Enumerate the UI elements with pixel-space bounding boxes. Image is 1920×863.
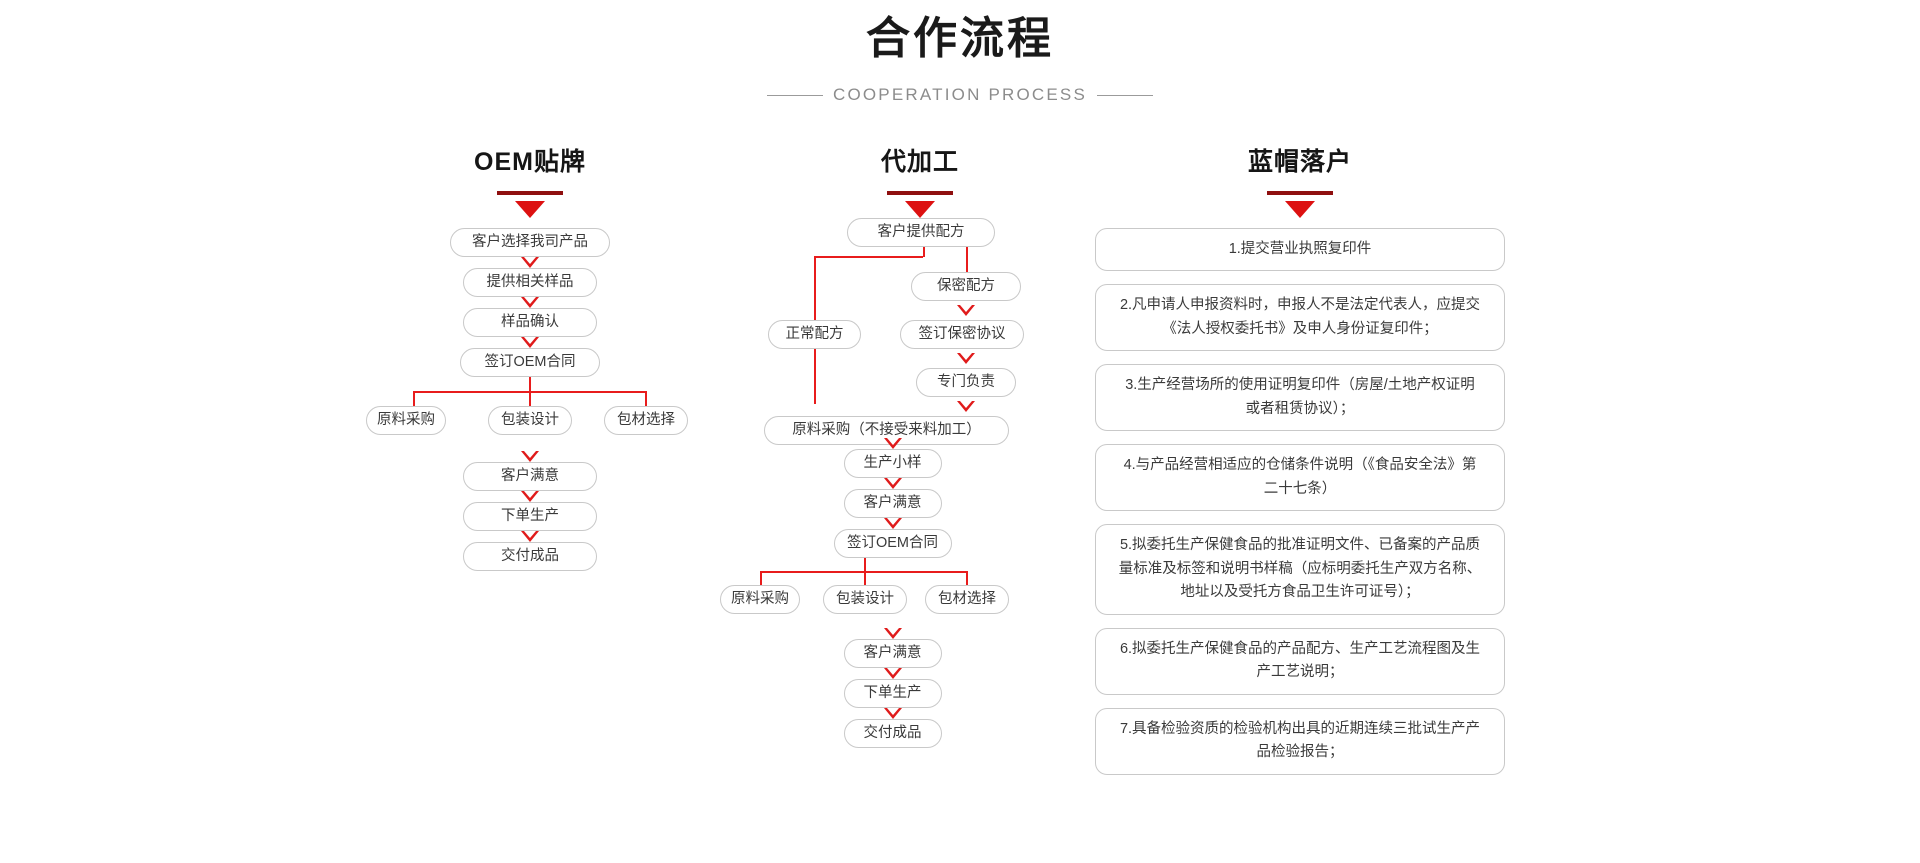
flow-node[interactable]: 签订OEM合同	[833, 529, 952, 558]
subtitle-rule-right	[1097, 94, 1154, 96]
connector-line	[814, 256, 923, 258]
flow-node[interactable]: 客户满意	[843, 489, 942, 518]
subtitle-row: COOPERATION PROCESS	[0, 85, 1920, 105]
down-arrow-icon	[957, 353, 975, 364]
connector-line	[966, 247, 968, 272]
branch-node[interactable]: 包装设计	[488, 406, 572, 435]
connector-line	[760, 571, 762, 586]
down-arrow-icon	[521, 257, 539, 268]
branch-node[interactable]: 原料采购	[366, 406, 446, 435]
column-oem-flow: 客户选择我司产品 提供相关样品 样品确认 签订OEM合同	[380, 228, 680, 377]
down-arrow-icon	[883, 668, 902, 679]
column-blue-hat-title: 蓝帽落户	[1247, 148, 1352, 176]
flow-node[interactable]: 客户满意	[463, 462, 597, 491]
down-arrow-icon	[521, 531, 539, 542]
connector-line	[529, 377, 531, 393]
branch-node[interactable]: 包装设计	[823, 585, 907, 614]
flow-node[interactable]: 交付成品	[843, 719, 942, 748]
column-blue-hat: 蓝帽落户 1.提交营业执照复印件 2.凡申请人申报资料时，申报人不是法定代表人，…	[1090, 150, 1510, 775]
down-arrow-icon	[957, 401, 975, 412]
connector-line	[864, 571, 866, 586]
requirement-card[interactable]: 4.与产品经营相适应的仓储条件说明（《食品安全法》第二十七条）	[1095, 444, 1505, 512]
flow-node[interactable]: 客户选择我司产品	[450, 228, 610, 257]
flow-node[interactable]: 样品确认	[463, 308, 597, 337]
subtitle-rule-left	[766, 94, 823, 96]
connector-line	[864, 558, 866, 573]
down-arrow-icon	[883, 478, 902, 489]
connector-line	[966, 571, 968, 586]
flow-node[interactable]: 原料采购（不接受来料加工）	[764, 416, 1009, 445]
flow-node[interactable]: 交付成品	[463, 542, 597, 571]
connector-line	[645, 391, 647, 407]
down-arrow-icon	[883, 628, 902, 639]
down-arrow-icon	[521, 297, 539, 308]
column-processing: 代加工 客户提供配方 保密配方 签订保密协议 专门负责 正常配方	[720, 148, 1070, 748]
column-processing-split-area: 保密配方 签订保密协议 专门负责 正常配方 原料采购（不接受来料加工）	[764, 247, 1070, 445]
page-subtitle: COOPERATION PROCESS	[832, 85, 1088, 104]
branch-node[interactable]: 包材选择	[604, 406, 688, 435]
column-oem-underline	[497, 191, 563, 195]
down-arrow-icon	[521, 491, 539, 502]
column-oem-tail-flow: 客户满意 下单生产 交付成品	[380, 451, 680, 571]
down-arrow-icon	[883, 518, 902, 529]
flow-node[interactable]: 提供相关样品	[463, 268, 597, 297]
flow-node[interactable]: 下单生产	[843, 679, 942, 708]
requirement-card[interactable]: 5.拟委托生产保健食品的批准证明文件、已备案的产品质量标准及标签和说明书样稿（应…	[1095, 524, 1505, 615]
branch-node[interactable]: 包材选择	[925, 585, 1009, 614]
branch-node[interactable]: 原料采购	[720, 585, 800, 614]
column-oem-branch-area: 原料采购 包装设计 包材选择	[366, 377, 688, 461]
down-arrow-icon	[521, 451, 539, 462]
flow-node[interactable]: 客户提供配方	[847, 218, 995, 247]
requirement-card[interactable]: 6.拟委托生产保健食品的产品配方、生产工艺流程图及生产工艺说明；	[1095, 627, 1505, 695]
down-arrow-icon	[957, 305, 975, 316]
flow-node[interactable]: 保密配方	[911, 272, 1021, 301]
column-blue-hat-underline	[1267, 191, 1333, 195]
requirement-card[interactable]: 7.具备检验资质的检验机构出具的近期连续三批试生产产品检验报告；	[1095, 707, 1505, 775]
down-arrow-icon	[883, 708, 902, 719]
requirement-card[interactable]: 1.提交营业执照复印件	[1095, 228, 1505, 272]
flow-node[interactable]: 签订保密协议	[900, 320, 1024, 349]
requirement-card[interactable]: 3.生产经营场所的使用证明复印件（房屋/土地产权证明或者租赁协议）；	[1095, 364, 1505, 432]
column-processing-underline	[887, 191, 953, 195]
flow-node[interactable]: 客户满意	[843, 639, 942, 668]
column-oem-arrow-icon	[515, 201, 545, 218]
requirement-card[interactable]: 2.凡申请人申报资料时，申报人不是法定代表人，应提交《法人授权委托书》及申人身份…	[1095, 284, 1505, 352]
flow-node[interactable]: 专门负责	[916, 368, 1016, 397]
column-oem: OEM贴牌 客户选择我司产品 提供相关样品 样品确认 签订OEM合同 原料采购 …	[366, 148, 688, 571]
down-arrow-icon	[521, 337, 539, 348]
column-processing-tail-flow: 客户满意 下单生产 交付成品	[715, 628, 1070, 748]
flow-node[interactable]: 生产小样	[843, 449, 942, 478]
connector-line	[923, 247, 925, 257]
flow-node[interactable]: 下单生产	[463, 502, 597, 531]
column-processing-branch-area: 原料采购 包装设计 包材选择	[720, 558, 1070, 640]
column-processing-arrow-icon	[905, 201, 935, 218]
column-oem-title: OEM贴牌	[474, 148, 586, 176]
down-arrow-icon	[883, 438, 902, 449]
page-title: 合作流程	[866, 14, 1054, 63]
blue-hat-requirements-list: 1.提交营业执照复印件 2.凡申请人申报资料时，申报人不是法定代表人，应提交《法…	[1090, 228, 1510, 775]
flow-node[interactable]: 签订OEM合同	[460, 348, 600, 377]
column-processing-mid-flow: 生产小样 客户满意 签订OEM合同	[715, 438, 1070, 558]
flow-node[interactable]: 正常配方	[768, 320, 861, 349]
connector-line	[413, 391, 415, 407]
column-processing-title: 代加工	[880, 148, 959, 176]
connector-line	[529, 391, 531, 407]
column-blue-hat-arrow-icon	[1285, 201, 1315, 218]
